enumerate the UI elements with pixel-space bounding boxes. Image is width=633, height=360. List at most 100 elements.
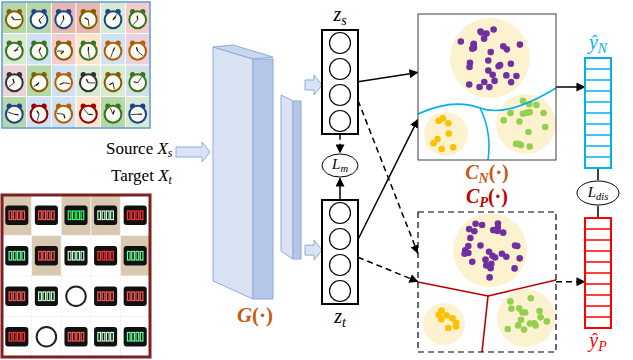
- vector-box: [322, 200, 358, 304]
- vector-cell-divider: [585, 250, 611, 252]
- sample-dot: [499, 250, 506, 257]
- block-arrow: [305, 75, 322, 95]
- sample-dot: [508, 60, 515, 67]
- digit-segment: [132, 332, 135, 341]
- vector-cell-divider: [585, 272, 611, 274]
- digit-segment: [127, 251, 130, 260]
- sample-dot: [471, 228, 478, 235]
- digital-clock: [94, 246, 117, 265]
- photo-cell: [2, 2, 27, 34]
- clock-face: [6, 74, 23, 91]
- sample-dot: [525, 129, 532, 136]
- clock-hand: [137, 16, 139, 20]
- node-shape: Ldis: [576, 180, 620, 206]
- clock-face: [129, 106, 146, 123]
- decision-boundary: [482, 296, 488, 352]
- text-run: z: [334, 305, 342, 327]
- sample-dot: [500, 229, 507, 236]
- clock-hand: [14, 46, 19, 51]
- clock-hand: [113, 47, 115, 51]
- clock-hand: [84, 109, 88, 114]
- sample-dot: [443, 312, 450, 319]
- neuron: [330, 110, 351, 131]
- photo-cell: [121, 317, 150, 357]
- node-label: ŷP: [589, 328, 606, 356]
- digit-segment: [77, 211, 80, 220]
- sample-dot: [532, 322, 539, 329]
- photo-cell: [51, 97, 76, 129]
- photo-cell: [121, 277, 150, 317]
- clock-hand: [63, 16, 64, 20]
- text-run: N: [479, 171, 489, 186]
- vector-cell-divider: [585, 294, 611, 296]
- text-run: X: [157, 139, 167, 158]
- clock-face: [105, 11, 122, 28]
- text-run: N: [598, 41, 607, 56]
- vector-cell-divider: [585, 261, 611, 263]
- clock-hand: [113, 14, 117, 20]
- digit-segment: [47, 251, 50, 260]
- input-label-box: Target Xt: [111, 166, 172, 188]
- decision-boundary: [418, 282, 488, 296]
- discrepancy-loss-ellipse: Ldis: [576, 180, 620, 206]
- digit-segment: [98, 251, 101, 260]
- digit-segment: [43, 251, 46, 260]
- node-label: zs: [333, 2, 346, 30]
- clock-face: [66, 286, 86, 306]
- sample-dot: [495, 224, 502, 231]
- digit-segment: [51, 292, 54, 301]
- sample-dot: [507, 110, 514, 117]
- digit-segment: [98, 332, 101, 341]
- digit-segment: [77, 332, 80, 341]
- vector-box: [585, 218, 611, 328]
- digital-clock: [124, 206, 147, 225]
- node-outline: [205, 45, 305, 303]
- cluster-region: [424, 112, 468, 156]
- sample-dot: [461, 250, 468, 257]
- sample-dot: [486, 84, 493, 91]
- cluster-region: [453, 213, 527, 287]
- vector-cell-divider: [585, 112, 611, 114]
- block-arrow: [305, 240, 322, 260]
- vector-cell-divider: [585, 134, 611, 136]
- photo-cell: [3, 277, 32, 317]
- photo-cell: [27, 97, 52, 129]
- digit-segment: [39, 292, 42, 301]
- clock-hand: [110, 108, 113, 114]
- sample-dot: [515, 322, 522, 329]
- digit-segment: [22, 332, 25, 341]
- image-ground: [2, 195, 150, 357]
- clock-face: [55, 74, 72, 91]
- photo-cell: [3, 317, 32, 357]
- photo-cell: [101, 97, 126, 129]
- clock-face: [6, 106, 23, 123]
- decision-boundary: [488, 280, 556, 296]
- photo-cell: [51, 2, 76, 34]
- cluster-region: [423, 303, 465, 345]
- photo-cell: [76, 97, 101, 129]
- arrow-line: [339, 178, 341, 200]
- clock-face: [80, 106, 97, 123]
- digit-segment: [77, 251, 80, 260]
- digit-segment: [102, 251, 105, 260]
- sample-dot: [457, 38, 464, 45]
- clock-face: [105, 74, 122, 91]
- mmd-loss-ellipse: Lm: [321, 153, 359, 178]
- clock-hand: [13, 79, 15, 83]
- digit-segment: [102, 292, 105, 301]
- text-run: (·): [252, 303, 273, 327]
- photo-cell: [76, 2, 101, 34]
- sample-dot: [536, 307, 543, 314]
- digit-segment: [136, 251, 139, 260]
- digit-segment: [9, 292, 12, 301]
- photo-cell: [32, 236, 61, 276]
- photo-cell: [2, 34, 27, 66]
- clock-face: [55, 106, 72, 123]
- clock-hand: [138, 114, 142, 115]
- dashed-arrow: [358, 257, 418, 282]
- text-run: z: [333, 3, 341, 25]
- photo-cell: [91, 236, 120, 276]
- vector-cell-divider: [585, 316, 611, 318]
- panel-border: [418, 14, 556, 160]
- photo-cell: [62, 196, 91, 236]
